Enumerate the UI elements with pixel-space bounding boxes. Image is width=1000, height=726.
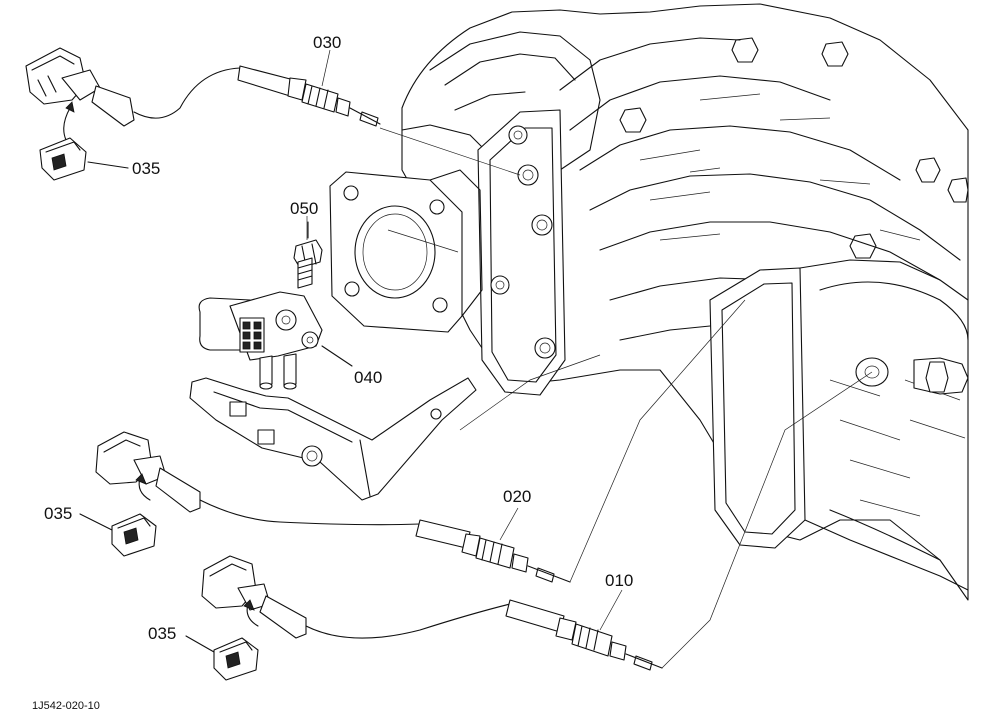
drawing-code: 1J542-020-10: [32, 700, 100, 712]
callout-040: 040: [354, 368, 382, 387]
callout-035-middle: 035: [44, 504, 72, 523]
callout-035-top: 035: [132, 159, 160, 178]
part-040-pressure-sensor: [198, 291, 353, 390]
callout-050: 050: [290, 199, 318, 218]
inlet-flange: [329, 169, 483, 333]
callout-leaders: [306, 49, 623, 631]
callout-030: 030: [313, 33, 341, 52]
leader-lines: [379, 127, 873, 669]
dpf-assembly: [329, 3, 969, 601]
part-050-bolt: [293, 221, 323, 289]
connector-pins: [239, 317, 265, 353]
callout-010: 010: [605, 571, 633, 590]
part-010-sensor: [201, 555, 663, 671]
part-030-sensor: [25, 47, 381, 141]
canister-bands: [559, 37, 966, 517]
bracket: [189, 377, 477, 501]
part-020-sensor: [95, 431, 571, 583]
part-035-clip-a: [39, 137, 129, 181]
callout-020: 020: [503, 487, 531, 506]
part-035-clip-c: [185, 635, 259, 681]
part-035-clip-b: [79, 513, 157, 557]
callout-035-bottom: 035: [148, 624, 176, 643]
